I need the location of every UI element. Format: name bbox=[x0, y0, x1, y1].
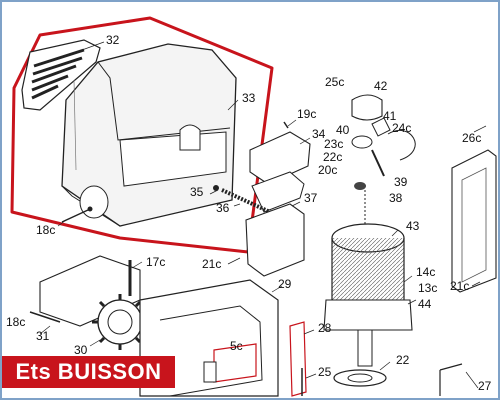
part-label-19c: 19c bbox=[297, 107, 317, 121]
screw-18c-top bbox=[61, 206, 93, 223]
capacitor-bracket-parts bbox=[351, 94, 416, 232]
part-label-13c: 13c bbox=[418, 281, 438, 295]
part-label-31: 31 bbox=[36, 329, 50, 343]
part-label-44: 44 bbox=[418, 297, 432, 311]
part-label-28: 28 bbox=[318, 321, 332, 335]
part-label-21c-right: 21c bbox=[450, 279, 470, 293]
part-label-22c: 22c bbox=[323, 150, 343, 164]
gasket-and-small-parts bbox=[289, 321, 463, 397]
part-label-23c: 23c bbox=[324, 137, 344, 151]
part-label-21c-mid: 21c bbox=[202, 257, 222, 271]
part-label-18c-top: 18c bbox=[36, 223, 56, 237]
part-label-41: 41 bbox=[383, 109, 397, 123]
part-label-25: 25 bbox=[318, 365, 332, 379]
limit-switch-assembly bbox=[213, 121, 311, 277]
part-label-29: 29 bbox=[278, 277, 292, 291]
part-label-26c: 26c bbox=[462, 131, 482, 145]
leader-lines bbox=[39, 41, 487, 389]
part-label-38: 38 bbox=[389, 191, 403, 205]
part-label-5c: 5c bbox=[230, 339, 243, 353]
part-label-17c: 17c bbox=[146, 255, 166, 269]
part-label-40: 40 bbox=[336, 123, 350, 137]
part-label-42: 42 bbox=[374, 79, 388, 93]
part-label-25c: 25c bbox=[325, 75, 345, 89]
part-label-37: 37 bbox=[304, 191, 318, 205]
part-label-35: 35 bbox=[190, 185, 204, 199]
brand-banner: Ets BUISSON bbox=[2, 356, 175, 388]
control-board-bracket bbox=[451, 149, 497, 293]
part-label-20c: 20c bbox=[318, 163, 338, 177]
part-label-32: 32 bbox=[106, 33, 120, 47]
electric-motor-part bbox=[323, 223, 413, 367]
part-label-14c: 14c bbox=[416, 265, 436, 279]
vent-grille-part bbox=[21, 39, 101, 111]
part-label-39: 39 bbox=[394, 175, 408, 189]
part-label-34: 34 bbox=[312, 127, 326, 141]
part-label-36: 36 bbox=[216, 201, 230, 215]
part-label-27: 27 bbox=[478, 379, 492, 393]
part-label-22: 22 bbox=[396, 353, 410, 367]
gear-and-housing-parts bbox=[29, 255, 148, 350]
cover-highlight-outline bbox=[10, 16, 274, 254]
part-label-18c-left: 18c bbox=[6, 315, 26, 329]
part-label-43: 43 bbox=[406, 219, 420, 233]
part-label-33: 33 bbox=[242, 91, 256, 105]
part-label-24c: 24c bbox=[392, 121, 412, 135]
part-label-30: 30 bbox=[74, 343, 88, 357]
